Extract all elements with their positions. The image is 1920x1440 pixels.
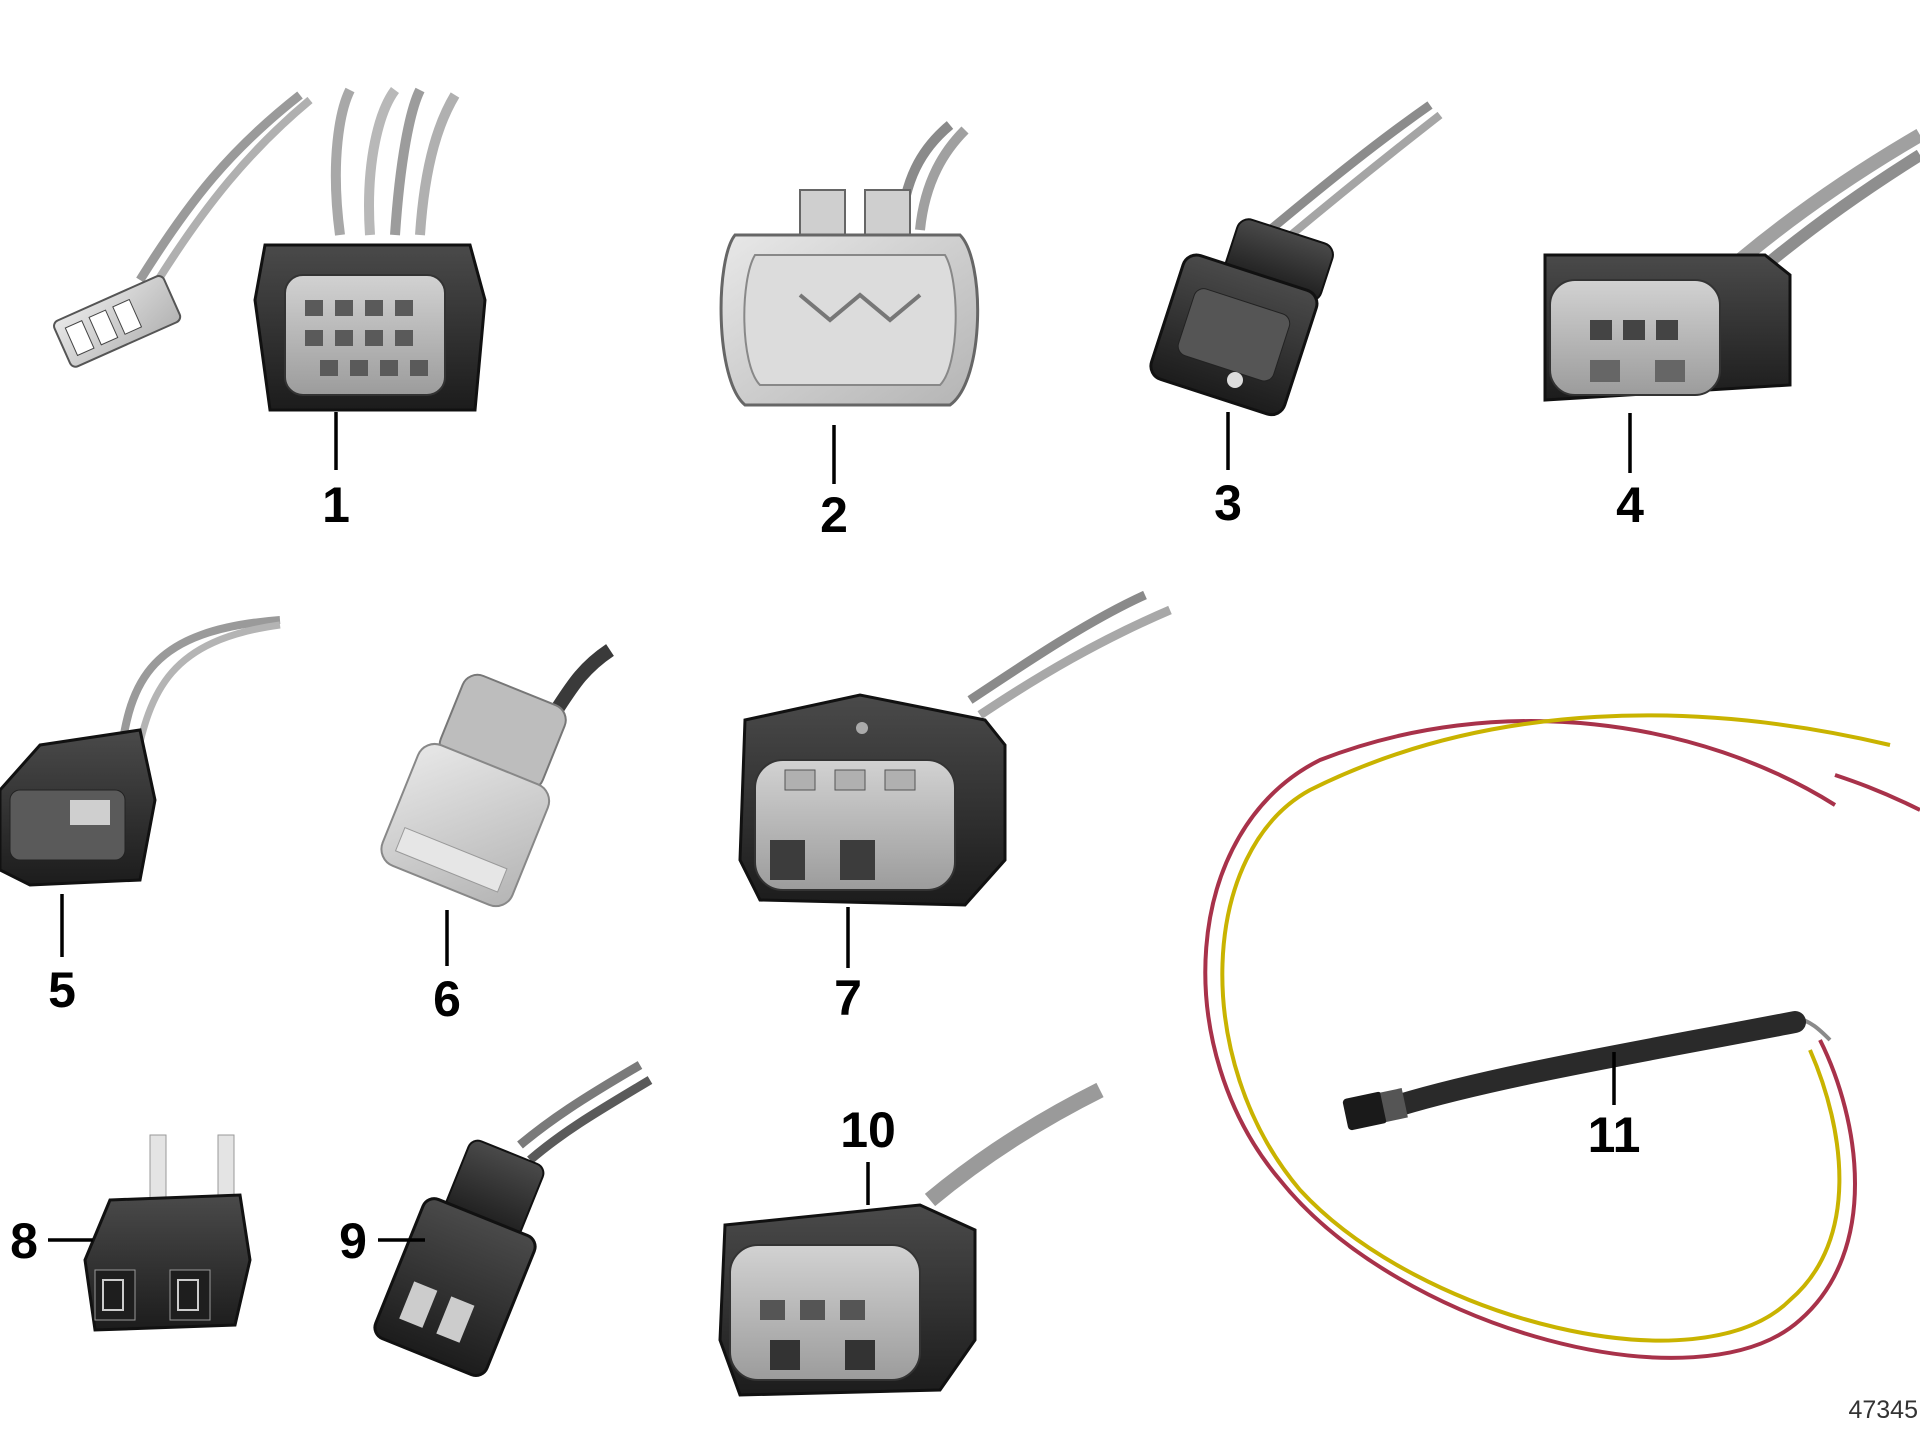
diagram-reference-number: 47345 xyxy=(1848,1396,1918,1424)
part-7-illustration xyxy=(738,590,1172,907)
callout-3: 3 xyxy=(1214,475,1242,531)
part-2-illustration xyxy=(719,121,980,407)
callout-4: 4 xyxy=(1616,477,1644,533)
callout-10: 10 xyxy=(840,1102,896,1158)
part-10-illustration xyxy=(718,1082,1104,1397)
callout-7: 7 xyxy=(834,970,862,1026)
part-3-illustration xyxy=(1149,101,1443,417)
callout-2: 2 xyxy=(820,487,848,543)
part-6-illustration xyxy=(380,644,614,908)
part-11-illustration xyxy=(1203,713,1920,1360)
callout-9: 9 xyxy=(339,1213,367,1269)
callout-6: 6 xyxy=(433,971,461,1027)
part-1-illustration xyxy=(53,87,487,412)
callout-8: 8 xyxy=(10,1213,38,1269)
callout-1: 1 xyxy=(322,477,350,533)
callout-5: 5 xyxy=(48,962,76,1018)
part-5-illustration xyxy=(0,616,281,887)
part-9-illustration xyxy=(373,1061,653,1377)
callout-11: 11 xyxy=(1588,1107,1641,1163)
part-4-illustration xyxy=(1543,128,1920,402)
leader-lines xyxy=(48,412,1632,1242)
part-8-illustration xyxy=(83,1134,252,1332)
callout-labels: 1 2 3 4 5 6 7 8 9 10 11 xyxy=(10,475,1644,1269)
